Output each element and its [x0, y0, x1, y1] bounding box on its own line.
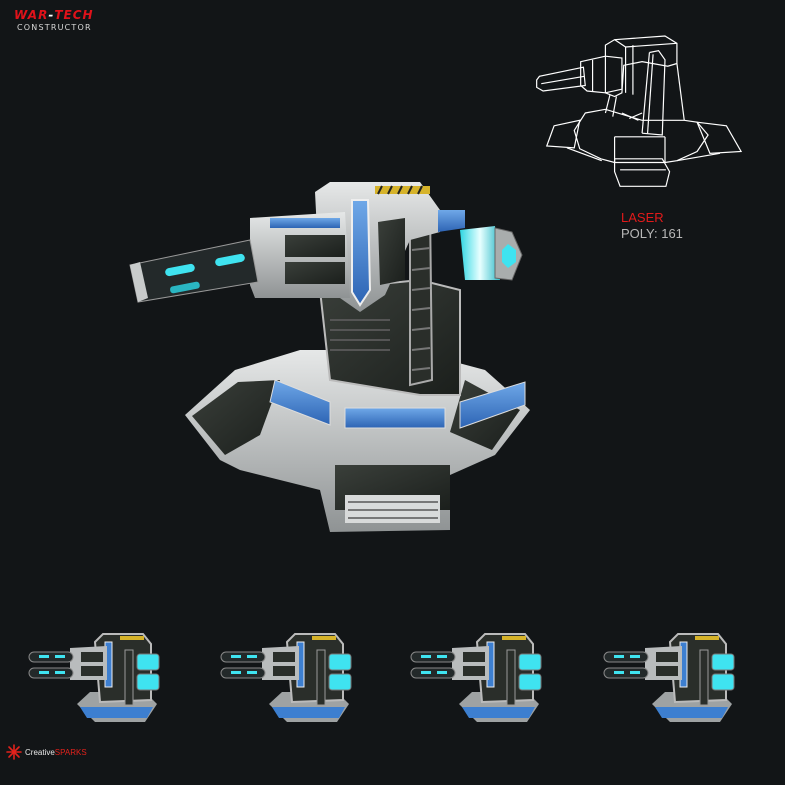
publisher-logo: CreativeSPARKS	[6, 742, 87, 762]
turret-variant-3	[410, 633, 542, 723]
logo-title: WAR-TECH	[14, 8, 94, 22]
model-info: LASER POLY: 161	[621, 210, 683, 242]
logo-subtitle: CONSTRUCTOR	[17, 23, 92, 32]
war-tech-logo: WAR-TECH CONSTRUCTOR	[14, 8, 144, 36]
star-burst-icon	[6, 744, 22, 760]
publisher-name-part1: Creative	[25, 747, 55, 757]
model-name: LASER	[621, 210, 664, 225]
turret-hero-render	[129, 182, 530, 532]
turret-wireframe	[536, 35, 743, 187]
publisher-name-part2: SPARKS	[54, 747, 87, 757]
turret-variant-2	[220, 633, 352, 723]
turret-variant-1	[28, 633, 160, 723]
turret-variant-4	[603, 633, 735, 723]
poly-count: POLY: 161	[621, 226, 683, 241]
